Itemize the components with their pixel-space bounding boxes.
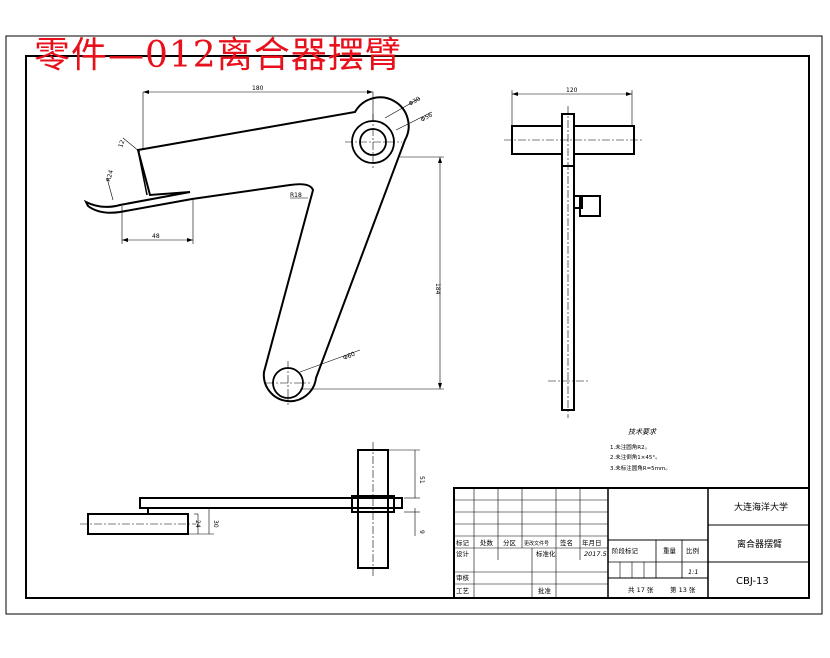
tb-count: 处数 <box>480 538 494 547</box>
tech-heading: 技术要求 <box>628 428 657 436</box>
dim-side-width: 120 <box>566 87 578 94</box>
dim-bv-d2: 30 <box>212 520 219 528</box>
tech-line-3: 3.未标注圆角R=5mm。 <box>610 464 671 472</box>
inner-frame <box>25 55 810 599</box>
tb-process: 工艺 <box>456 587 470 595</box>
tb-ratio: 比例 <box>686 546 699 555</box>
tb-date: 2017.5 <box>584 550 607 558</box>
dim-bv-d1: 51 <box>418 476 425 484</box>
dim-hole-d2: Φ56 <box>420 111 434 123</box>
tb-review: 审核 <box>456 573 470 582</box>
tb-stage-mark: 阶段标记 <box>612 546 639 555</box>
tb-sign: 签名 <box>560 538 573 547</box>
dim-hole-d3: Φ60 <box>342 351 356 362</box>
tb-school: 大连海洋大学 <box>734 501 788 513</box>
bottom-view-dims: 51 30 24 9 <box>194 476 425 534</box>
page-title: 零件—012离合器摆臂 <box>34 35 402 76</box>
side-view <box>504 90 642 418</box>
tb-ymd: 年月日 <box>582 538 602 547</box>
tb-approve: 批准 <box>538 586 552 595</box>
tb-sheet-total: 共 17 张 <box>628 585 654 594</box>
dim-left-small: 12 <box>117 139 126 149</box>
dim-bv-d4: 9 <box>418 530 425 534</box>
tech-line-1: 1.未注圆角R2。 <box>610 443 650 451</box>
title-block <box>453 487 810 599</box>
tb-zone: 分区 <box>503 538 517 547</box>
arm-outline <box>83 96 410 403</box>
bottom-view <box>80 442 420 576</box>
dim-hook-r: R24 <box>105 169 115 182</box>
tb-weight: 重量 <box>663 547 677 555</box>
outer-frame <box>5 35 823 615</box>
hook-inner <box>137 149 148 196</box>
title-block-text: 标记 处数 分区 更改文件号 签名 年月日 设计 标准化 2017.5 审核 工… <box>456 501 788 595</box>
tb-part-name: 离合器摆臂 <box>737 538 782 550</box>
dim-bottom-width: 48 <box>152 233 160 240</box>
tb-design: 设计 <box>456 549 470 558</box>
tb-standardize: 标准化 <box>536 549 556 558</box>
tb-mark: 标记 <box>456 538 470 547</box>
tb-drawing-no: CBJ-13 <box>736 576 769 587</box>
tb-doc-no: 更改文件号 <box>524 540 549 547</box>
front-view <box>83 90 444 405</box>
dim-inner-r: R18 <box>290 192 302 199</box>
dim-vertical: 184 <box>434 283 441 295</box>
tech-requirements: 技术要求 1.未注圆角R2。 2.未注倒角1×45°。 3.未标注圆角R=5mm… <box>610 428 671 472</box>
tech-line-2: 2.未注倒角1×45°。 <box>610 453 661 461</box>
tb-scale: 1:1 <box>688 568 698 576</box>
dim-bv-d3: 24 <box>194 520 201 528</box>
dim-hole-d1: Φ30 <box>408 95 422 107</box>
dim-top-length: 180 <box>252 85 264 92</box>
tb-sheet-no: 第 13 张 <box>670 585 696 594</box>
